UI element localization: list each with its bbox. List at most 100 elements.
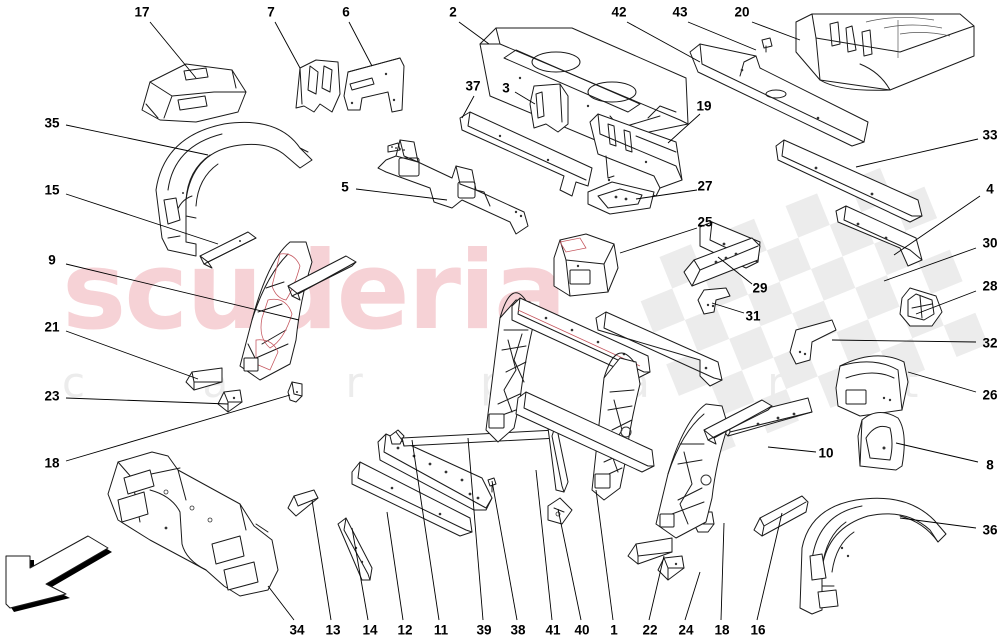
callout-33[interactable]: 33: [982, 127, 998, 143]
part-40-strut-mount: [547, 423, 573, 525]
part-15-tube-brace-left: [199, 231, 257, 269]
leader-line-15: [65, 193, 219, 245]
part-35-wheelhouse-outer-shell: [155, 121, 313, 257]
callout-35[interactable]: 35: [44, 115, 60, 131]
part-1-main-rear-subframe: [485, 292, 723, 501]
part-3-closing-panel: [529, 83, 569, 133]
leader-line-14: [351, 527, 369, 621]
leader-line-34: [267, 585, 295, 621]
callout-43[interactable]: 43: [672, 4, 688, 20]
callout-14[interactable]: 14: [362, 622, 378, 638]
part-24-small-mount-block: [657, 555, 685, 581]
part-8-inner-quarter-panel: [857, 412, 905, 471]
part-37-crossmember-tube: [459, 111, 593, 197]
callout-18b[interactable]: 18: [714, 622, 730, 638]
callout-9[interactable]: 9: [48, 252, 56, 268]
callout-41[interactable]: 41: [545, 622, 561, 638]
callout-20[interactable]: 20: [734, 4, 750, 20]
leader-line-19: [667, 113, 701, 144]
callout-15[interactable]: 15: [44, 182, 60, 198]
leader-line-31: [711, 302, 745, 314]
callout-10[interactable]: 10: [818, 445, 834, 461]
callout-24[interactable]: 24: [678, 622, 694, 638]
callout-23[interactable]: 23: [44, 388, 60, 404]
callout-21[interactable]: 21: [44, 319, 60, 335]
callout-3[interactable]: 3: [502, 80, 510, 96]
leader-line-38: [491, 480, 518, 621]
callout-42[interactable]: 42: [611, 4, 627, 20]
part-6-side-reinforcement-plate: [343, 57, 405, 113]
part-13-strip-panel: [287, 489, 319, 517]
leader-line-30: [883, 247, 977, 282]
callout-27[interactable]: 27: [697, 178, 713, 194]
callout-31[interactable]: 31: [745, 308, 761, 324]
leader-line-2: [458, 21, 490, 45]
callout-11[interactable]: 11: [433, 622, 449, 638]
leader-line-20: [751, 21, 801, 41]
leader-line-35: [65, 124, 209, 156]
leader-line-27: [635, 189, 698, 200]
leader-line-40: [557, 508, 582, 621]
leader-line-21: [65, 330, 199, 380]
callout-38[interactable]: 38: [510, 622, 526, 638]
leader-line-24: [684, 571, 701, 621]
leader-line-13: [311, 499, 332, 621]
part-26-wheelarch-support-box: [835, 355, 909, 417]
leader-line-39: [467, 437, 484, 621]
part-5-front-crossmember-assembly: [377, 139, 529, 235]
callout-22[interactable]: 22: [642, 622, 658, 638]
callout-39[interactable]: 39: [476, 622, 492, 638]
callout-32[interactable]: 32: [982, 335, 998, 351]
callout-30[interactable]: 30: [982, 235, 998, 251]
leader-line-8: [895, 442, 979, 463]
callout-13[interactable]: 13: [325, 622, 341, 638]
part-29-square-tube-long: [683, 237, 761, 287]
leader-line-6: [348, 21, 373, 67]
callout-37[interactable]: 37: [465, 78, 481, 94]
callout-7[interactable]: 7: [267, 4, 275, 20]
part-9-b-pillar-structure: [239, 241, 357, 381]
callout-28[interactable]: 28: [982, 278, 998, 294]
callout-16[interactable]: 16: [750, 622, 766, 638]
callout-4[interactable]: 4: [986, 181, 994, 197]
callout-17[interactable]: 17: [134, 4, 150, 20]
leader-line-25: [619, 227, 698, 254]
part-34-rear-bulkhead-insulation: [107, 451, 279, 597]
callout-6[interactable]: 6: [342, 4, 350, 20]
callout-12[interactable]: 12: [397, 622, 413, 638]
leader-line-11: [411, 439, 440, 621]
leader-line-5: [355, 188, 448, 201]
part-42-sill-outer-rail: [689, 43, 869, 147]
callout-18[interactable]: 18: [44, 455, 60, 471]
leader-line-32: [831, 339, 977, 343]
part-7-bracket-panel-left: [295, 59, 341, 113]
part-12-cross-brace-bar: [351, 461, 473, 537]
leader-line-41: [535, 469, 553, 621]
part-18-angle-bracket-left: [287, 381, 303, 403]
callout-26[interactable]: 26: [982, 387, 998, 403]
leader-line-10: [767, 446, 817, 453]
leader-line-28: [915, 290, 977, 315]
callout-34[interactable]: 34: [289, 622, 305, 638]
callout-36[interactable]: 36: [982, 522, 998, 538]
front-of-vehicle-arrow: [5, 535, 112, 612]
callout-1[interactable]: 1: [610, 622, 618, 638]
callout-29[interactable]: 29: [752, 280, 768, 296]
part-25-wheelhouse-bracket-box: [553, 233, 619, 297]
leader-line-18: [65, 394, 291, 462]
callout-5[interactable]: 5: [341, 179, 349, 195]
callout-8[interactable]: 8: [986, 457, 994, 473]
leader-line-1: [595, 489, 614, 621]
part-mirror-pillar-structure: [655, 399, 773, 539]
callout-19[interactable]: 19: [696, 98, 712, 114]
part-31-mounting-bracket-small: [697, 287, 731, 315]
callout-40[interactable]: 40: [574, 622, 590, 638]
leader-line-43: [687, 21, 757, 51]
part-22-block-spacer-right: [627, 537, 673, 565]
part-32-gusset-bracket: [789, 319, 837, 365]
callout-2[interactable]: 2: [449, 4, 457, 20]
callout-25[interactable]: 25: [697, 214, 713, 230]
